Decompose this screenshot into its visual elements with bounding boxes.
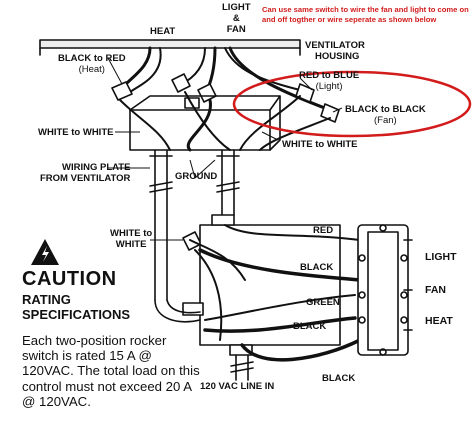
wire-black-1 (198, 248, 362, 282)
label-wire-red: RED (313, 225, 334, 236)
wall-box (199, 224, 341, 346)
label-line-in: 120 VAC LINE IN (200, 381, 275, 392)
label-heat-top: HEAT (150, 26, 176, 37)
wire-black-3 (240, 338, 362, 362)
label-ground: GROUND (175, 171, 218, 182)
label-light-fan: LIGHT & FAN (222, 2, 251, 35)
caution-title: CAUTION (22, 268, 117, 290)
switch-label-fan: FAN (425, 284, 446, 296)
label-white-to-white-left: WHITE to WHITE (38, 127, 114, 138)
wire-black-2 (203, 316, 357, 333)
wire-red (224, 224, 361, 241)
label-white-to-white-box: WHITE to WHITE (110, 228, 153, 250)
label-white-to-white-right: WHITE to WHITE (282, 139, 358, 150)
wire-fan-black (228, 46, 332, 112)
switch-label-light: LIGHT (425, 251, 457, 263)
wire-heat-red (129, 47, 162, 93)
label-black-to-black: BLACK to BLACK (Fan) (345, 104, 426, 126)
ventilator-housing (39, 39, 301, 49)
warning-icon (31, 239, 59, 265)
label-wire-green: GREEN (306, 297, 340, 308)
rating-heading: RATING SPECIFICATIONS (22, 292, 131, 322)
label-wire-black-2: BLACK (293, 321, 327, 332)
switch-label-heat: HEAT (425, 315, 453, 327)
wire-nut (111, 73, 340, 251)
label-wire-black-3: BLACK (322, 373, 356, 384)
label-ventilator-housing: VENTILATOR HOUSING (305, 40, 365, 62)
label-black-to-red: BLACK to RED (Heat) (58, 53, 126, 75)
rating-text: Each two-position rocker switch is rated… (22, 333, 200, 409)
label-wire-black-1: BLACK (300, 262, 334, 273)
label-red-to-blue: RED to BLUE (Light) (299, 70, 360, 92)
label-wiring-plate: WIRING PLATE FROM VENTILATOR (40, 162, 131, 184)
annotation-note: Can use same switch to wire the fan and … (262, 5, 469, 24)
annotation-ellipse (232, 70, 472, 138)
